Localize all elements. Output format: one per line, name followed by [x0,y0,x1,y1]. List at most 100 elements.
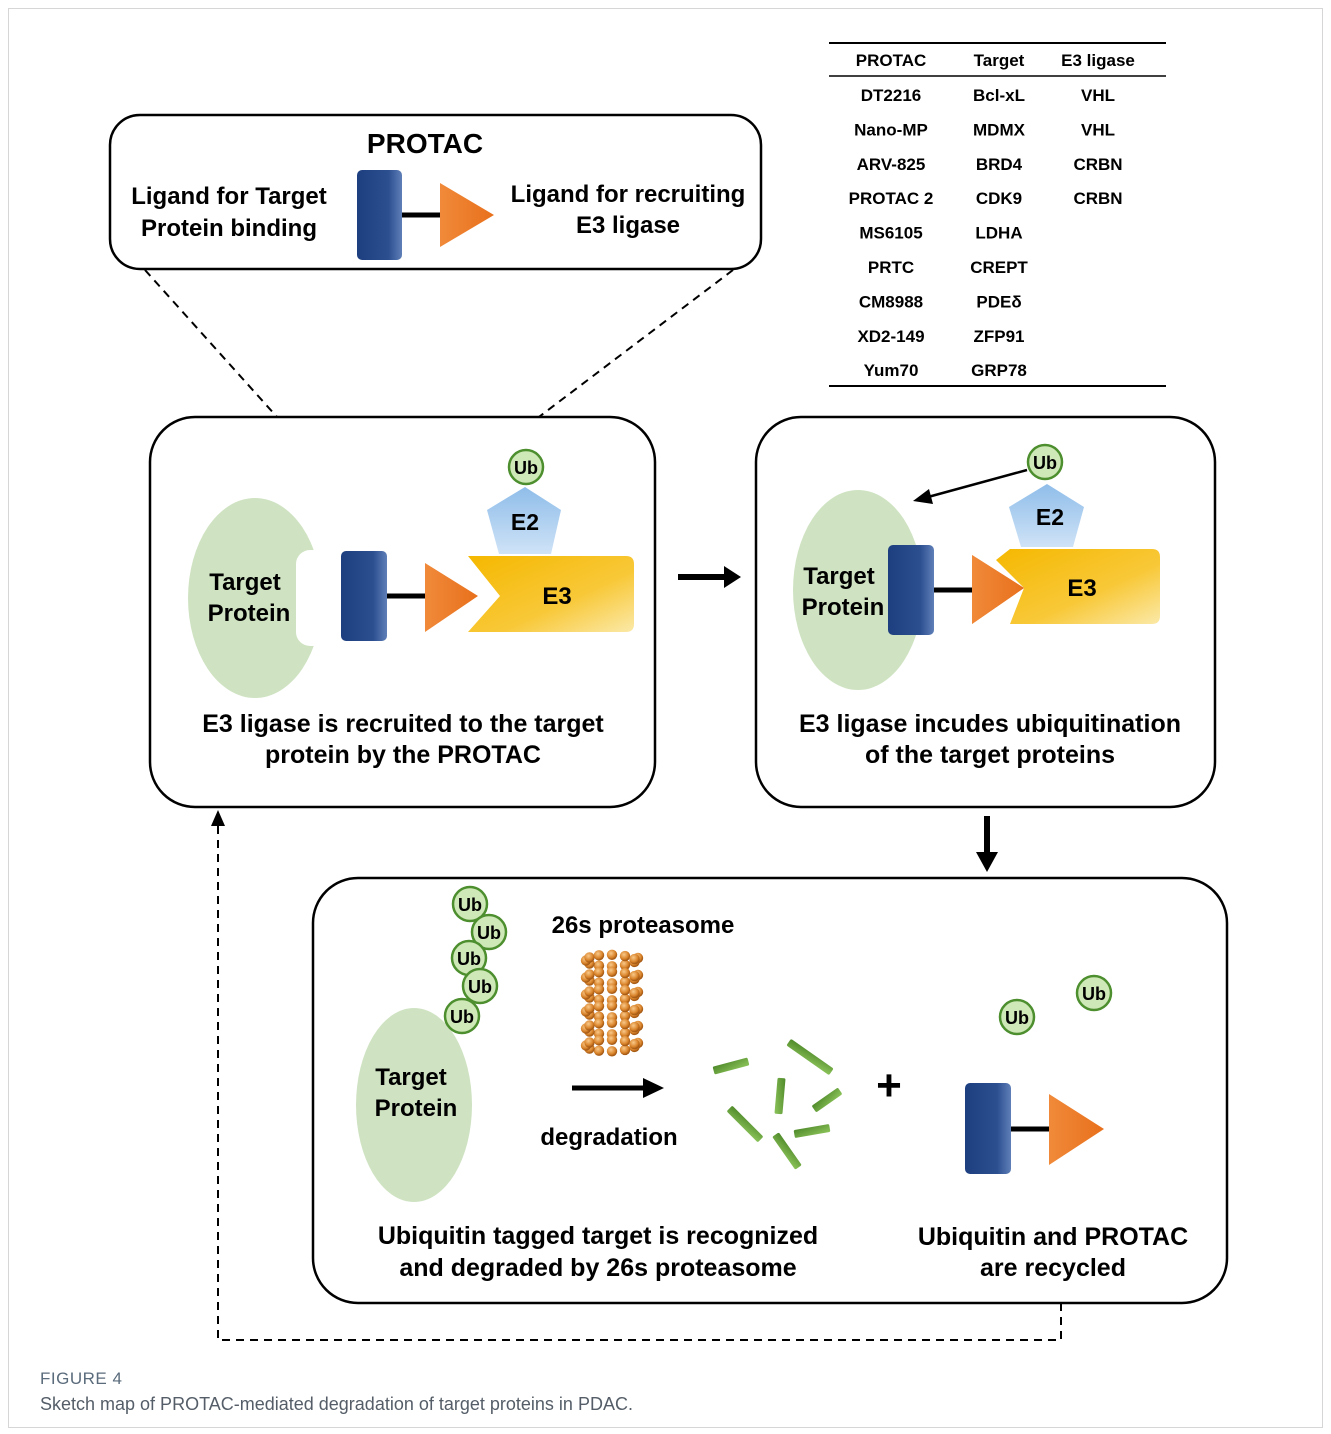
peptide-fragments [712,1039,842,1170]
free-ubiquitin [998,998,1036,1036]
e3-ligand-triangle [440,183,494,247]
e3-ligand-label-line1: Ligand for recruiting [511,181,746,208]
step2-caption-line1: E3 ligase incudes ubiquitination [799,710,1181,738]
e3-ligand-triangle [425,563,478,632]
peptide-fragment [772,1132,802,1170]
ubiquitin-label: Ub [477,923,501,943]
target-protein-label-line2: Protein [375,1095,458,1122]
table-cell: LDHA [975,224,1022,243]
proteasome-bead [584,969,595,980]
table-cell: MDMX [973,120,1026,139]
free-ubiquitin [1075,974,1113,1012]
proteasome-bead [606,1034,618,1046]
proteasome-bead [606,1017,618,1028]
proteasome-bead [593,1045,605,1056]
recycle-loop-line [217,826,1062,1341]
table-cell: CRBN [1073,189,1122,208]
peptide-fragment [786,1039,834,1075]
step3-caption-right-line1: Ubiquitin and PROTAC [918,1223,1188,1251]
proteasome-bead [619,1035,631,1047]
step2-caption-line2: of the target proteins [865,741,1115,769]
e3-ligase [468,556,634,632]
table-cell: BRD4 [976,155,1023,174]
proteasome-bead [629,970,640,982]
proteasome-bead [593,950,605,961]
ubiquitin-label: Ub [468,977,492,997]
table-cell: DT2216 [861,86,921,105]
step3-caption-left-line1: Ubiquitin tagged target is recognized [378,1222,818,1250]
proteasome-bead [619,1001,631,1013]
table-cell: CDK9 [976,189,1022,208]
ubiquitin-label: Ub [1005,1008,1029,1028]
ubiquitin-label: Ub [450,1007,474,1027]
table-cell: MS6105 [859,224,922,243]
e2-label: E2 [511,509,539,535]
proteasome-bead [593,984,605,995]
table-cell: XD2-149 [857,327,924,346]
step2-ubiquitination-box: Target Protein E3 E2 Ub E3 ligase incude… [754,415,1217,809]
degradation-arrow-head [643,1078,664,1098]
ubiquitin-label: Ub [1082,984,1106,1004]
proteasome-bead [629,1021,640,1033]
target-protein [356,1008,472,1202]
e2-enzyme [1009,484,1084,547]
proteasome-icon [580,949,644,1057]
table-cell: CM8988 [859,292,923,311]
target-ligand-block [341,551,387,641]
recycle-loop-arrow-head [211,810,225,826]
proteasome-bead [619,950,631,962]
target-ligand-block [357,170,402,260]
e3-label: E3 [542,583,571,610]
step3-degradation-box: Target Protein Ub Ub Ub Ub Ub 26s protea… [311,876,1229,1305]
target-protein-label-line2: Protein [802,594,885,621]
binding-pocket [296,550,336,646]
table-cell: PDEδ [976,292,1021,311]
protac-title: PROTAC [367,128,483,159]
proteasome-bead [606,949,618,960]
proteasome-bead [606,983,618,994]
table-cell: CREPT [970,258,1028,277]
recycled-target-ligand [965,1083,1011,1174]
e3-label: E3 [1067,575,1096,602]
proteasome-bead [593,967,605,978]
ubiquitin-label: Ub [514,458,538,478]
proteasome-bead [606,966,618,977]
proteasome-bead [619,1010,631,1022]
ubiquitin [470,913,508,951]
step3-caption-right-line2: are recycled [980,1254,1126,1282]
step1-caption-line1: E3 ligase is recruited to the target [202,710,604,738]
step3-box-border [311,876,1229,1305]
table-cell: Nano-MP [854,120,928,139]
figure-frame [8,8,1323,1428]
ubiquitin [461,967,499,1005]
target-protein-label-line1: Target [803,563,875,590]
plus-sign: + [876,1061,902,1110]
ubiquitin-transfer-arrow-head [913,489,933,504]
e2-enzyme [487,487,561,554]
table-cell: PROTAC 2 [849,189,934,208]
proteasome-bead [619,967,631,979]
ubiquitin [451,885,489,923]
proteasome-bead [629,1038,640,1050]
table-cell: CRBN [1073,155,1122,174]
proteasome-bead [584,1037,595,1048]
recycled-e3-ligand [1049,1094,1104,1165]
step3-caption-left-line2: and degraded by 26s proteasome [399,1254,796,1282]
protac-structure-box: PROTAC Ligand for Target Protein binding… [108,113,763,271]
ubiquitin [443,997,481,1035]
table-cell: VHL [1081,120,1115,139]
target-protein-label-line1: Target [375,1064,447,1091]
proteasome-bead [593,1018,605,1029]
step1-recruitment-box: Target Protein E3 E2 Ub E3 ligase is rec… [148,415,657,809]
e3-ligase [996,549,1160,624]
ubiquitin-transfer-arrow [927,468,1028,499]
figure-caption: Sketch map of PROTAC-mediated degradatio… [40,1394,633,1414]
target-ligand-label-line2: Protein binding [141,215,317,242]
proteasome-bead [584,1003,595,1014]
step1-caption-line2: protein by the PROTAC [265,741,541,769]
proteasome-label: 26s proteasome [552,912,735,939]
table-header-protac: PROTAC [856,51,927,70]
proteasome-bead [584,952,595,963]
